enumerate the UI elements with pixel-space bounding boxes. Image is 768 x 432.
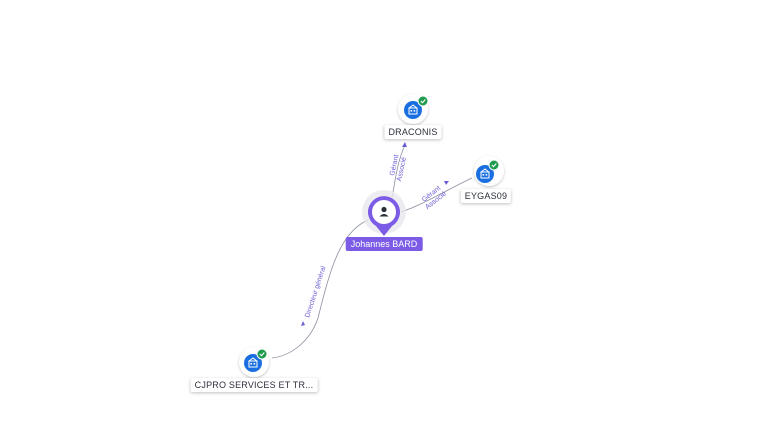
company-node-cjpro[interactable] (239, 347, 269, 377)
person-label[interactable]: Johannes BARD (345, 237, 423, 251)
company-label-cjpro[interactable]: CJPRO SERVICES ET TR... (190, 378, 318, 392)
person-node[interactable] (362, 190, 406, 236)
edge-draconis[interactable]: Gérant Associé (388, 142, 408, 199)
company-node-eygas09[interactable] (474, 156, 504, 186)
check-badge (488, 159, 500, 171)
check-badge (256, 348, 268, 360)
edge-label-draconis-2: Associé (396, 156, 408, 182)
edge-label-draconis-1: Gérant (389, 154, 400, 176)
edge-arrow (402, 142, 407, 147)
edge-label-cjpro: Directeur général (304, 265, 327, 319)
building-icon (248, 357, 258, 368)
check-icon (259, 352, 265, 357)
company-label-draconis[interactable]: DRACONIS (384, 125, 442, 139)
edge-arrow (301, 321, 305, 326)
edge-arrow (444, 181, 449, 185)
company-label-eygas09[interactable]: EYGAS09 (460, 189, 512, 203)
building-icon (480, 168, 490, 179)
user-icon (379, 206, 389, 217)
check-icon (420, 99, 426, 104)
building-icon (408, 104, 418, 115)
check-badge (417, 95, 429, 107)
check-icon (491, 163, 497, 168)
company-node-draconis[interactable] (398, 94, 429, 124)
